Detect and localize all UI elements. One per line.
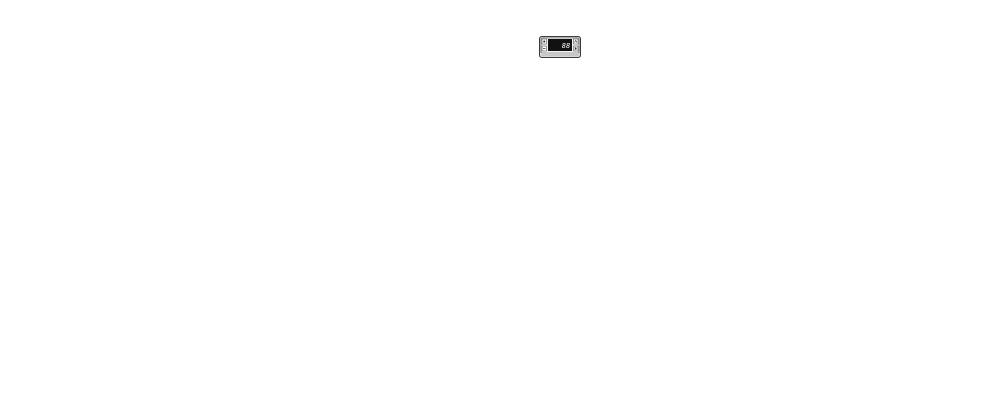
right-bottom-button[interactable]	[573, 45, 579, 52]
display-readout: 88	[562, 42, 570, 50]
thermostat-control-panel: 88	[539, 36, 581, 58]
right-top-button[interactable]	[573, 38, 579, 45]
snowflake-icon	[574, 46, 578, 51]
left-bottom-button[interactable]	[541, 45, 547, 52]
left-top-button[interactable]	[541, 38, 547, 45]
digital-display	[548, 39, 572, 51]
sun-icon	[543, 40, 546, 43]
up-arrow-icon	[574, 39, 578, 43]
control-panel-drawing: 88	[539, 36, 581, 58]
panel-bezel	[540, 37, 580, 54]
